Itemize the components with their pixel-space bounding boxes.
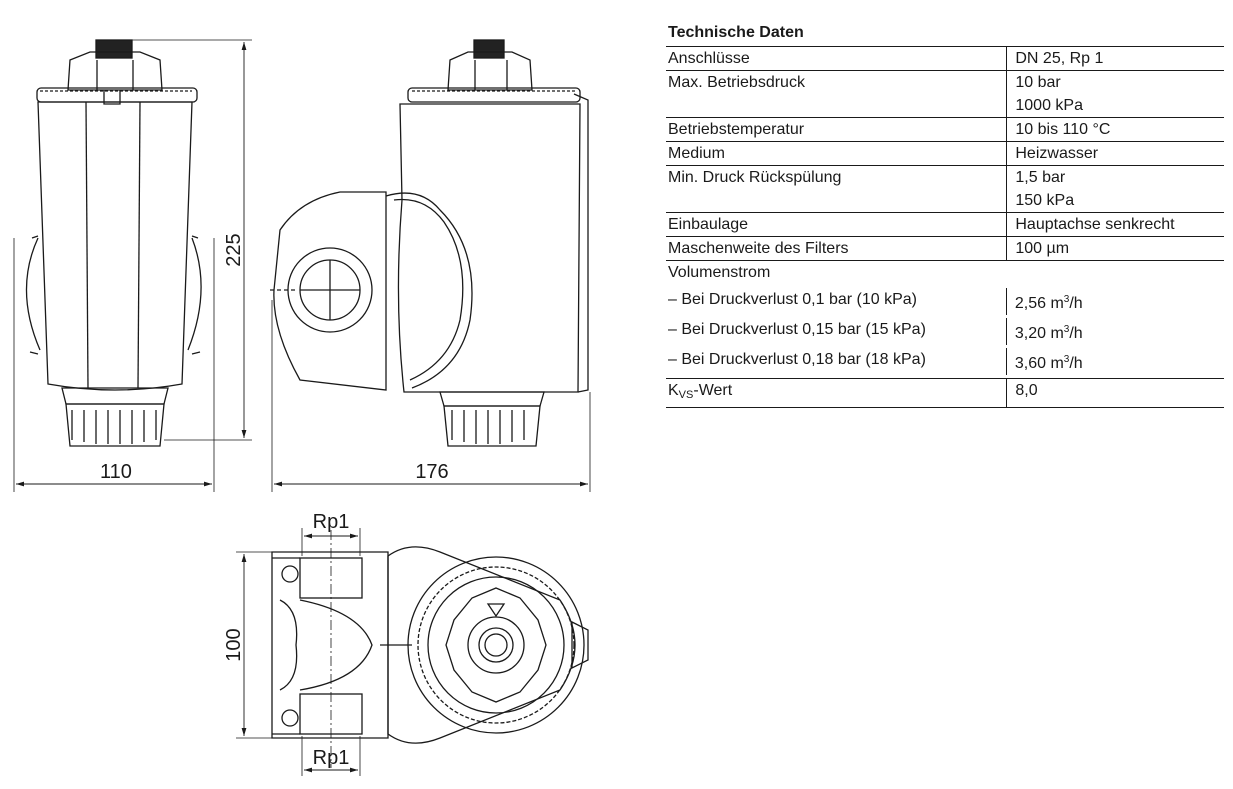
front-view bbox=[25, 39, 202, 447]
spec-value: DN 25, Rp 1 bbox=[1006, 46, 1224, 71]
flow-unit-rest: /h bbox=[1069, 295, 1083, 312]
table-row: Anschlüsse DN 25, Rp 1 bbox=[666, 46, 1224, 71]
spec-value: 10 bar 1000 kPa bbox=[1006, 70, 1224, 118]
spec-value: 2,56 m3/h bbox=[1005, 284, 1224, 315]
flow-value: 3,20 m bbox=[1014, 325, 1064, 342]
kvs-rest: -Wert bbox=[693, 382, 733, 399]
dimension-front-width bbox=[13, 238, 215, 492]
spec-value-line: 10 bar bbox=[1015, 74, 1061, 91]
table-row: Max. Betriebsdruck 10 bar 1000 kPa bbox=[666, 70, 1224, 118]
flow-unit-rest: /h bbox=[1069, 355, 1083, 372]
port-bottom-label: Rp1 bbox=[313, 747, 350, 769]
spec-value-line: 1000 kPa bbox=[1015, 97, 1083, 114]
dim-height-label: 225 bbox=[223, 233, 245, 266]
spec-label: – Bei Druckverlust 0,15 bar (15 kPa) bbox=[668, 321, 926, 338]
spec-label: Anschlüsse bbox=[666, 46, 1007, 71]
spec-label: Min. Druck Rückspülung bbox=[666, 165, 1007, 213]
table-row: KVS-Wert 8,0 bbox=[666, 378, 1224, 408]
table-row: Medium Heizwasser bbox=[666, 141, 1224, 166]
table-row: Einbaulage Hauptachse senkrecht bbox=[666, 212, 1224, 237]
spec-value-line: 1,5 bar bbox=[1015, 169, 1066, 186]
spec-value: 3,20 m3/h bbox=[1005, 315, 1224, 345]
spec-table: Anschlüsse DN 25, Rp 1 Max. Betriebsdruc… bbox=[666, 46, 1224, 408]
flow-value: 2,56 m bbox=[1014, 295, 1064, 312]
spec-label: Medium bbox=[666, 141, 1007, 166]
kvs-sub: VS bbox=[678, 389, 694, 401]
dim-top-depth-label: 100 bbox=[223, 628, 245, 661]
spec-value: 8,0 bbox=[1006, 378, 1224, 408]
dimension-height bbox=[132, 39, 252, 441]
dimension-side-width bbox=[271, 300, 591, 492]
spec-value: Hauptachse senkrecht bbox=[1006, 212, 1224, 237]
spec-label: Maschenweite des Filters bbox=[666, 236, 1007, 261]
spec-value: 1,5 bar 150 kPa bbox=[1006, 165, 1224, 213]
flow-value: 3,60 m bbox=[1014, 355, 1064, 372]
spec-label: Max. Betriebsdruck bbox=[666, 70, 1007, 118]
spec-label: Einbaulage bbox=[666, 212, 1007, 237]
technical-drawing: 225 110 176 100 Rp1 Rp1 bbox=[13, 39, 591, 776]
port-top-label: Rp1 bbox=[313, 511, 350, 533]
table-row: – Bei Druckverlust 0,18 bar (18 kPa) 3,6… bbox=[666, 345, 1224, 379]
table-row: Min. Druck Rückspülung 1,5 bar 150 kPa bbox=[666, 165, 1224, 213]
spec-value: Heizwasser bbox=[1006, 141, 1224, 166]
dim-front-width-label: 110 bbox=[100, 461, 132, 483]
spec-title: Technische Daten bbox=[668, 24, 804, 41]
spec-value-line: 150 kPa bbox=[1015, 192, 1075, 209]
top-view bbox=[271, 530, 589, 768]
flow-unit-sup: 3 bbox=[1063, 324, 1070, 335]
spec-label: KVS-Wert bbox=[666, 378, 1007, 408]
table-row: – Bei Druckverlust 0,1 bar (10 kPa) 2,56… bbox=[666, 284, 1224, 315]
spec-label: Betriebstemperatur bbox=[666, 117, 1007, 142]
side-view bbox=[270, 39, 589, 447]
dimension-top bbox=[236, 528, 361, 776]
table-row: Maschenweite des Filters 100 µm bbox=[666, 236, 1224, 261]
spec-value: 10 bis 110 °C bbox=[1006, 117, 1224, 142]
spec-label: – Bei Druckverlust 0,18 bar (18 kPa) bbox=[668, 351, 926, 368]
flow-unit-sup: 3 bbox=[1063, 294, 1070, 305]
spec-label: – Bei Druckverlust 0,1 bar (10 kPa) bbox=[668, 291, 917, 308]
kvs-main: K bbox=[668, 382, 679, 399]
spec-value: 3,60 m3/h bbox=[1005, 345, 1224, 379]
spec-value: 100 µm bbox=[1006, 236, 1224, 261]
flow-unit-rest: /h bbox=[1069, 325, 1083, 342]
table-row: – Bei Druckverlust 0,15 bar (15 kPa) 3,2… bbox=[666, 315, 1224, 345]
spec-label: Volumenstrom bbox=[666, 260, 1224, 284]
dim-side-width-label: 176 bbox=[415, 461, 448, 483]
table-row: Betriebstemperatur 10 bis 110 °C bbox=[666, 117, 1224, 142]
flow-unit-sup: 3 bbox=[1063, 354, 1070, 365]
table-row: Volumenstrom bbox=[666, 260, 1224, 284]
